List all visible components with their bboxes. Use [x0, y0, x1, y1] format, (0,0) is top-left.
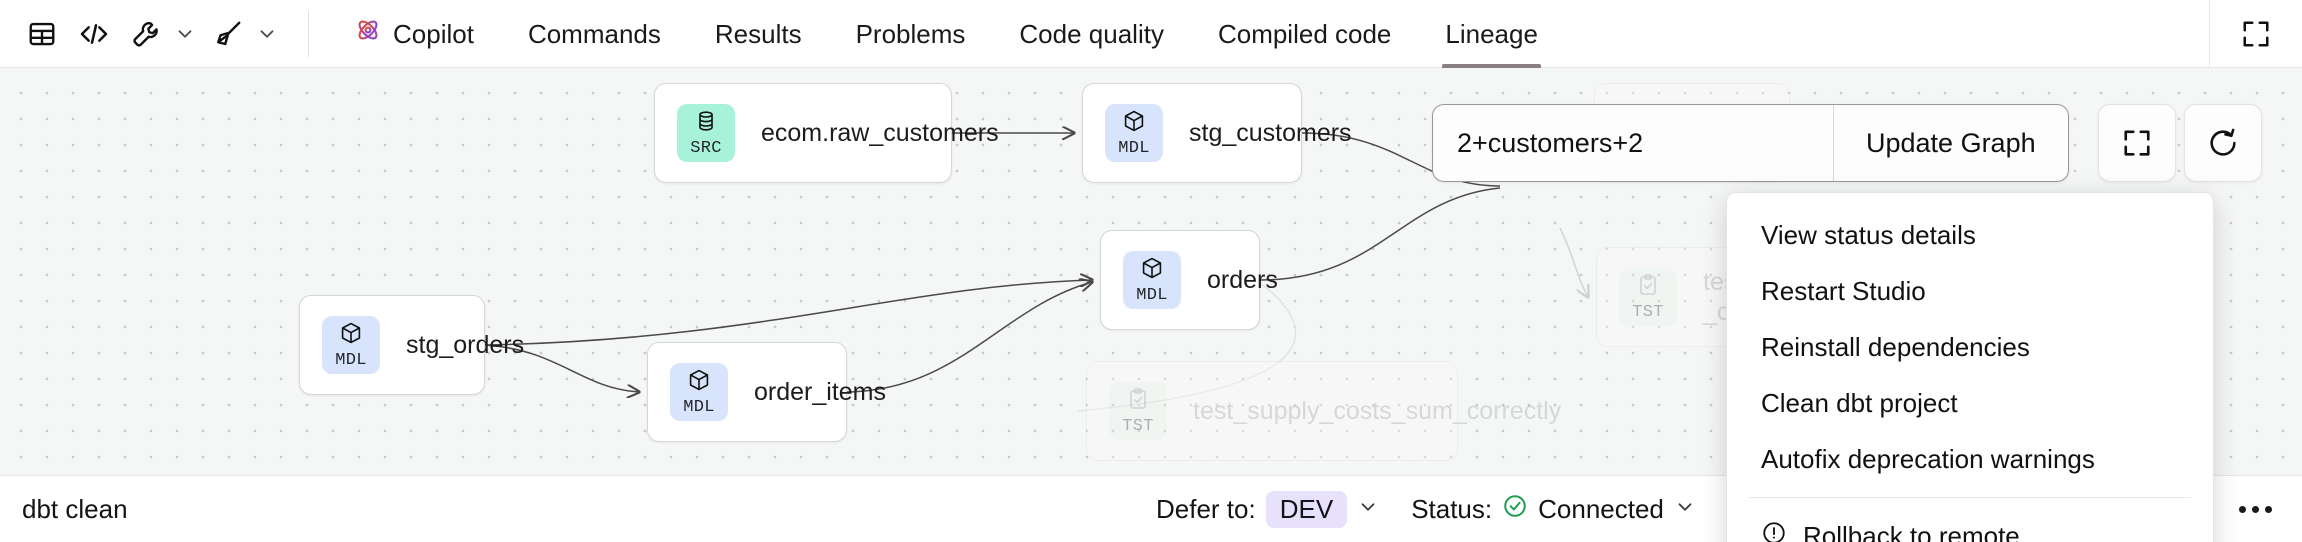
check-circle-icon — [1502, 493, 1528, 526]
tab-label: Problems — [855, 18, 966, 49]
node-type-badge-mdl: MDL — [322, 316, 380, 374]
toolbar-right-group — [2209, 0, 2302, 68]
status-value: Connected — [1538, 494, 1664, 524]
node-type-label: SRC — [690, 139, 722, 158]
graph-node-orders[interactable]: MDL orders — [1100, 230, 1278, 330]
node-type-label: MDL — [683, 398, 715, 417]
graph-selector-bar: Update Graph — [1432, 104, 2069, 182]
node-type-label: MDL — [335, 351, 367, 370]
toolbar-divider — [308, 10, 309, 57]
menu-item-autofix-deprecation-warnings[interactable]: Autofix deprecation warnings — [1761, 443, 2095, 474]
dot — [2264, 506, 2272, 513]
panel-tabs: Copilot Commands Results Problems Code q… — [327, 0, 1565, 68]
fit-to-screen-icon[interactable] — [2098, 104, 2176, 182]
graph-node-order-items[interactable]: MDL order_items — [647, 342, 886, 442]
node-type-badge-tst: TST — [1109, 382, 1167, 440]
studio-context-menu: View status details Restart Studio Reins… — [1726, 192, 2214, 542]
node-type-badge-mdl: MDL — [1123, 251, 1181, 309]
node-type-badge-mdl: MDL — [1105, 104, 1163, 162]
selector-divider — [1833, 105, 1834, 181]
clipboard-check-icon — [1636, 273, 1660, 302]
graph-node-label: stg_orders — [406, 330, 525, 359]
defer-to-selector[interactable]: Defer to: DEV — [1140, 487, 1395, 533]
menu-item-restart-studio[interactable]: Restart Studio — [1761, 275, 1926, 306]
node-type-label: TST — [1122, 417, 1154, 436]
defer-to-label: Defer to: — [1156, 494, 1256, 524]
tab-problems[interactable]: Problems — [829, 0, 993, 68]
status-center-group: Defer to: DEV Status: Connected — [1140, 476, 1764, 542]
menu-item-view-status-details[interactable]: View status details — [1761, 219, 1976, 250]
status-label: Status: — [1411, 494, 1493, 524]
broom-icon[interactable] — [204, 10, 252, 58]
clipboard-check-icon — [1126, 387, 1150, 416]
toolbar-icon-group — [0, 0, 327, 68]
tab-compiled-code[interactable]: Compiled code — [1191, 0, 1418, 68]
chevron-down-icon-broom[interactable] — [252, 10, 282, 58]
node-type-label: MDL — [1118, 139, 1150, 158]
node-type-badge-mdl: MDL — [670, 363, 728, 421]
chevron-down-icon-status — [1674, 494, 1696, 525]
node-type-label: TST — [1632, 303, 1664, 322]
node-type-label: MDL — [1136, 286, 1168, 305]
graph-node-label: stg_customers — [1189, 118, 1352, 147]
status-right-group — [2228, 476, 2282, 542]
graph-node-test-supply-costs[interactable]: TST test_supply_costs_sum_correctly — [1086, 361, 1561, 461]
database-icon — [694, 109, 718, 138]
graph-node-label: order_items — [754, 377, 886, 406]
status-command-text[interactable]: dbt clean — [22, 493, 128, 524]
cube-icon — [687, 368, 711, 397]
update-graph-button[interactable]: Update Graph — [1834, 105, 2068, 181]
clean-tools-group — [204, 10, 282, 58]
tab-lineage[interactable]: Lineage — [1418, 0, 1565, 68]
tab-copilot[interactable]: Copilot — [327, 0, 501, 68]
node-type-badge-tst: TST — [1619, 268, 1677, 326]
cube-icon — [1122, 109, 1146, 138]
menu-item-label: Rollback to remote — [1803, 520, 2020, 542]
connection-status[interactable]: Status: Connected — [1395, 487, 1712, 533]
graph-node-stg-customers[interactable]: MDL stg_customers — [1082, 83, 1352, 183]
tab-label: Results — [714, 18, 802, 49]
wrench-icon[interactable] — [122, 10, 170, 58]
tab-label: Lineage — [1445, 18, 1538, 49]
menu-item-reinstall-dependencies[interactable]: Reinstall dependencies — [1761, 331, 2030, 362]
graph-node-label: test_supply_costs_sum_correctly — [1193, 396, 1562, 425]
menu-item-rollback-to-remote[interactable]: Rollback to remote — [1727, 508, 2213, 542]
tab-label: Compiled code — [1217, 18, 1392, 49]
tab-label: Code quality — [1019, 18, 1164, 49]
dot — [2251, 506, 2259, 513]
refresh-icon[interactable] — [2184, 104, 2262, 182]
dot — [2238, 506, 2246, 513]
node-type-badge-src: SRC — [677, 104, 735, 162]
graph-node-stg-orders[interactable]: MDL stg_orders — [299, 295, 524, 395]
table-view-icon[interactable] — [18, 10, 66, 58]
code-view-icon[interactable] — [70, 10, 118, 58]
top-toolbar: Copilot Commands Results Problems Code q… — [0, 0, 2302, 68]
build-tools-group — [122, 10, 200, 58]
graph-node-raw-customers[interactable]: SRC ecom.raw_customers — [654, 83, 999, 183]
defer-to-value: DEV — [1265, 490, 1348, 529]
copilot-icon — [354, 16, 382, 51]
ellipsis-icon[interactable] — [2228, 486, 2282, 534]
node-selector-input[interactable] — [1433, 105, 1833, 181]
cube-icon — [339, 321, 363, 350]
menu-item-clean-dbt-project[interactable]: Clean dbt project — [1761, 387, 1958, 418]
cube-icon — [1140, 256, 1164, 285]
expand-panel-icon[interactable] — [2232, 10, 2280, 58]
tab-label: Copilot — [393, 18, 474, 49]
chevron-down-icon-defer — [1357, 494, 1379, 525]
tab-commands[interactable]: Commands — [501, 0, 688, 68]
chevron-down-icon-wrench[interactable] — [170, 10, 200, 58]
tab-code-quality[interactable]: Code quality — [992, 0, 1191, 68]
menu-divider — [1749, 497, 2191, 498]
graph-node-label: ecom.raw_customers — [761, 118, 999, 147]
alert-circle-icon — [1761, 520, 1787, 542]
tab-label: Commands — [527, 18, 661, 49]
graph-node-label: orders — [1207, 265, 1278, 294]
tab-results[interactable]: Results — [688, 0, 829, 68]
